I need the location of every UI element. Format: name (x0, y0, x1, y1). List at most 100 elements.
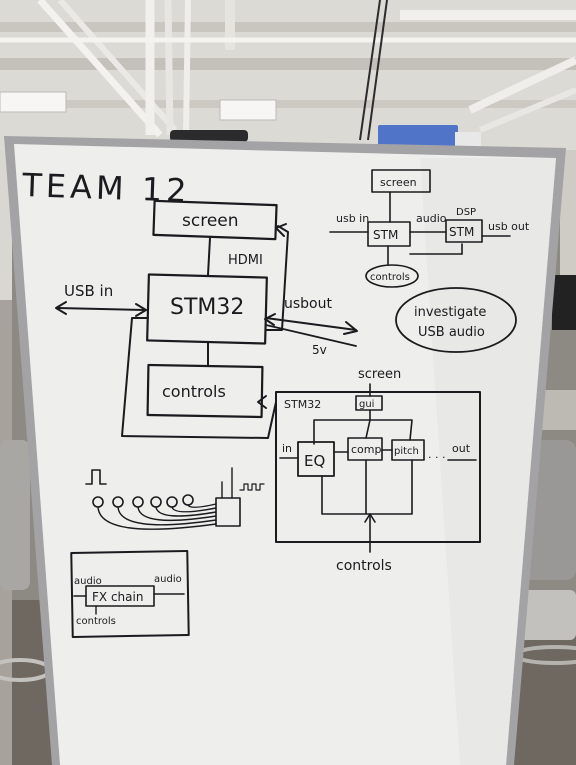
fx-outer-box (70, 549, 190, 639)
ceiling-pipe (37, 0, 163, 138)
screen-return-line (265, 225, 289, 331)
ceiling-pipe (164, 0, 174, 136)
screen-label: screen (182, 211, 239, 231)
fx-audio-in-label: audio (74, 576, 102, 587)
dsp-comp-box (347, 437, 383, 461)
dsp-stm32-label: STM32 (284, 398, 321, 411)
usb-out-label: usbout (284, 296, 332, 312)
dsp-screen-label: screen (358, 367, 401, 382)
title: TEAM 12 (21, 166, 191, 210)
usb-in-arrowhead (55, 301, 67, 315)
ceiling-vent (219, 99, 277, 121)
dsp-pitch-label: pitch (394, 446, 419, 457)
knob-wire (117, 506, 217, 526)
dsp-gui-box (355, 395, 383, 411)
dsp-dots: . . . (428, 448, 445, 461)
dsp-diagram: screen STM32 gui in EQ comp pitch . . . … (275, 367, 481, 574)
mini-controls-label: controls (370, 272, 410, 283)
whiteboard-surface (14, 144, 556, 765)
note-line-1: investigate (414, 305, 486, 320)
chip-sketch (215, 497, 241, 527)
dsp-controls-bus (321, 459, 413, 515)
note-line-2: USB audio (418, 325, 485, 340)
screen-return-arrowhead (275, 223, 287, 237)
dsp-controls-label: controls (336, 558, 392, 574)
ceiling-vent (0, 91, 67, 113)
usb-out-arrowhead (264, 313, 276, 326)
knob-wire (187, 503, 217, 508)
dsp-controls-arrowhead (364, 513, 376, 523)
pulse-wave-icon (85, 469, 107, 485)
controls-arrowhead (257, 395, 267, 409)
loop-line (121, 317, 277, 439)
stm32-label: STM32 (170, 295, 244, 320)
dsp-eq-box (297, 441, 335, 477)
whiteboard-shadow (420, 158, 556, 765)
fx-audio-out-label: audio (154, 574, 182, 585)
main-diagram: screen HDMI STM32 USB in usbout 5v contr… (55, 199, 358, 439)
fx-chain-box (85, 585, 155, 607)
fx-diagram: audio audio FX chain controls (70, 549, 190, 639)
hdmi-line (207, 237, 211, 276)
dsp-outer-box (275, 391, 481, 543)
ceiling-beam (0, 22, 576, 32)
ceiling-pipe (57, 0, 178, 132)
whiteboard (4, 136, 566, 765)
right-wall (560, 150, 576, 300)
dsp-eq-label: EQ (304, 452, 325, 470)
chair-base (515, 590, 576, 640)
usb-in-label: USB in (64, 282, 113, 300)
mini-screen-box (371, 169, 431, 193)
mini-usb-out-label: usb out (488, 220, 530, 233)
mini-controls-oval (365, 264, 419, 288)
fx-controls-label: controls (76, 616, 116, 627)
fx-chain-label: FX chain (92, 590, 143, 604)
hdmi-label: HDMI (228, 253, 263, 268)
mini-screen-label: screen (380, 176, 417, 189)
dsp-bus (313, 409, 413, 445)
dsp-out-label: out (452, 442, 471, 455)
mini-audio-label: audio (416, 212, 447, 225)
ceiling-beam (0, 58, 576, 70)
knobs-sketch (85, 467, 265, 530)
note: investigate USB audio (395, 287, 517, 353)
mini-stm-b-box (445, 219, 483, 243)
drawings: TEAM 12 screen HDMI STM32 USB in usbout … (21, 166, 530, 639)
pwm-wave-icon (239, 483, 265, 491)
ceiling-pipe (478, 87, 576, 133)
stm32-box (146, 273, 268, 345)
knob-wire (171, 506, 217, 513)
usb-out-arrow (265, 317, 357, 331)
mini-stm-a-box (367, 221, 411, 247)
ceiling-pipe (468, 56, 576, 114)
mini-dsp-label: DSP (456, 207, 476, 218)
mini-stm-a-label: STM (373, 228, 398, 242)
dsp-gui-label: gui (359, 399, 374, 410)
mini-usb-in-label: usb in (336, 212, 369, 225)
controls-label: controls (162, 382, 226, 401)
usb-in-arrow (57, 307, 147, 311)
box-on-board (378, 125, 458, 147)
knob-wire (155, 506, 217, 517)
dsp-pitch-box (391, 439, 425, 461)
five-volt-line (265, 324, 357, 347)
controls-box (146, 363, 264, 419)
cable (367, 0, 388, 141)
knob-wire (137, 506, 217, 522)
monitor (552, 275, 576, 330)
cable (359, 0, 381, 141)
ceiling-pipe (183, 0, 191, 136)
five-volt-label: 5v (312, 343, 327, 357)
left-chair (0, 440, 30, 590)
mini-diagram: screen usb in STM audio DSP STM usb out … (329, 169, 530, 288)
box-on-board (455, 132, 481, 147)
usb-out-arrowhead (343, 321, 358, 335)
mini-stm-b-label: STM (449, 225, 474, 239)
usb-in-arrowhead (135, 303, 147, 317)
knob-wire (97, 506, 217, 530)
note-oval (395, 287, 517, 353)
dsp-comp-label: comp (351, 443, 381, 456)
ceiling-beam (0, 100, 576, 108)
screen-box (152, 199, 278, 241)
